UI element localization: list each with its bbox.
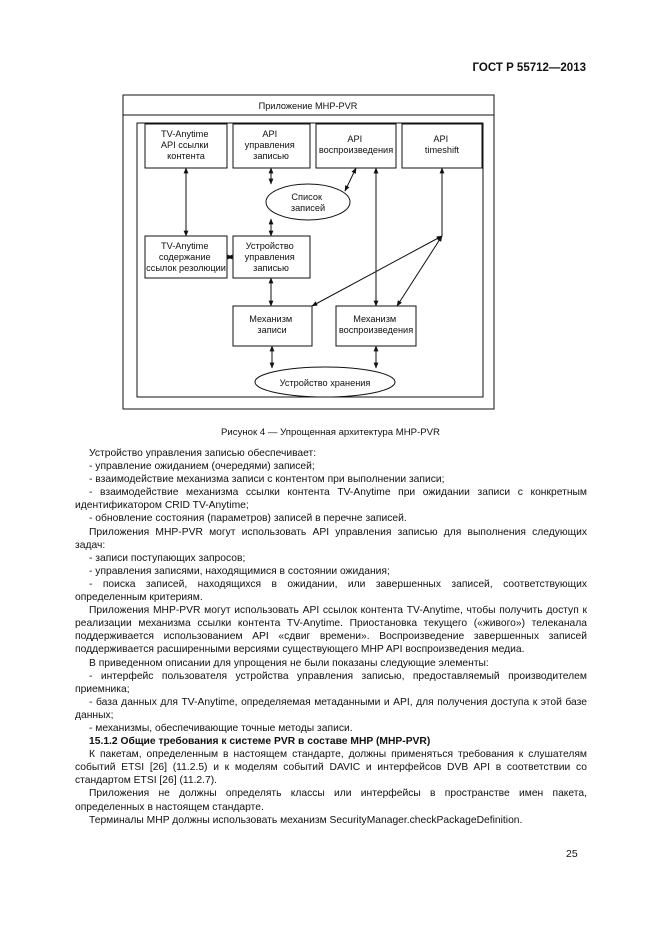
architecture-diagram: Приложение MHP-PVR TV-Anytime API ссылки… <box>122 94 495 410</box>
paragraph: К пакетам, определенным в настоящем стан… <box>75 749 587 787</box>
record-list-ellipse <box>265 183 351 221</box>
api-timeshift-label: API timeshift <box>425 134 460 155</box>
paragraph: Устройство управления записью обеспечива… <box>89 448 317 459</box>
app-box-label: Приложение MHP-PVR <box>259 101 358 111</box>
api-play-label: API воспроизведения <box>319 134 393 155</box>
record-mech-label: Механизм записи <box>249 314 295 335</box>
record-device-box <box>232 235 311 279</box>
document-header: ГОСТ Р 55712—2013 <box>472 62 586 74</box>
app-box <box>122 94 495 116</box>
api-play-box <box>315 123 397 169</box>
paragraph: - записи поступающих запросов; <box>89 552 246 564</box>
paragraph: - поиска записей, находящихся в ожидании… <box>75 578 587 604</box>
record-mech-box <box>232 305 313 347</box>
api-link-label: TV-Anytime API ссылки контента <box>161 129 211 161</box>
paragraph: - взаимодействие механизма ссылки контен… <box>75 487 587 512</box>
api-timeshift-box <box>401 123 483 169</box>
paragraph: Приложения MHP-PVR могут использовать AP… <box>75 605 587 656</box>
paragraph: - управления записями, находящимися в со… <box>89 565 390 577</box>
storage-ellipse <box>254 366 396 398</box>
api-record-label: API управления записью <box>245 129 298 161</box>
paragraph: Приложения MHP-PVR могут использовать AP… <box>75 526 587 551</box>
paragraph: - взаимодействие механизма записи с конт… <box>89 474 445 486</box>
play-mech-box <box>335 305 417 347</box>
paragraph: - база данных для TV-Anytime, определяем… <box>75 696 587 721</box>
paragraph: Приложения не должны определять классы и… <box>75 788 587 813</box>
storage-label: Устройство хранения <box>280 378 371 388</box>
section-heading: 15.1.2 Общие требования к системе PVR в … <box>89 736 431 748</box>
page-number: 25 <box>566 848 578 860</box>
paragraph: - интерфейс пользователя устройства упра… <box>75 670 587 695</box>
play-mech-label: Механизм воспроизведения <box>339 314 413 335</box>
paragraph: Терминалы MHP должны использовать механи… <box>89 814 523 826</box>
body-text: Устройство управления записью обеспечива… <box>75 447 587 827</box>
tva-content-label: TV-Anytime содержание ссылок резолюции <box>146 241 226 273</box>
paragraph: - обновление состояния (параметров) запи… <box>89 513 407 525</box>
record-device-label: Устройство управления записью <box>245 241 298 273</box>
paragraph: - управление ожиданием (очередями) запис… <box>89 461 315 473</box>
paragraph: В приведенном описании для упрощения не … <box>89 657 489 669</box>
figure-caption: Рисунок 4 — Упрощенная архитектура MHP-P… <box>221 427 440 438</box>
paragraph: - механизмы, обеспечивающие точные метод… <box>89 722 353 734</box>
timeshift-play-mech-arrow <box>396 235 443 307</box>
api-play-list-arrow <box>344 167 357 192</box>
record-list-label: Список записей <box>291 192 325 213</box>
